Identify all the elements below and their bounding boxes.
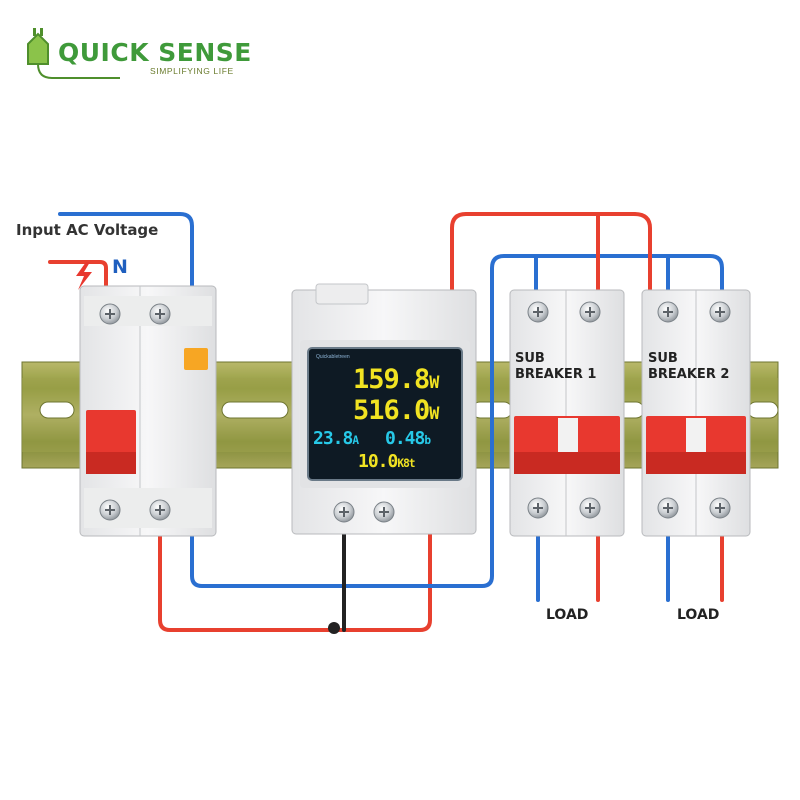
plug-icon — [27, 28, 120, 79]
screw-terminal-icon — [527, 497, 549, 519]
screw-terminal-icon — [149, 303, 171, 325]
sub-breaker-2-label-line2: BREAKER 2 — [648, 367, 730, 382]
current-unit: A — [352, 434, 359, 447]
screw-terminal-icon — [149, 499, 171, 521]
lightning-icon — [76, 262, 92, 290]
sub-breaker-1 — [509, 289, 625, 537]
sub-breaker-2 — [641, 289, 751, 537]
live-to-meter-wire — [158, 528, 432, 632]
energy-meter — [291, 283, 477, 535]
main-breaker — [79, 285, 217, 537]
power-unit: W — [429, 372, 439, 392]
sub-breaker-2-label-line1: SUB — [648, 351, 678, 366]
apparent-power-readout: 516.0W — [353, 395, 439, 426]
apparent-power-value: 516.0 — [353, 395, 430, 426]
power-value: 159.8 — [353, 364, 430, 395]
screw-terminal-icon — [373, 501, 395, 523]
sub-breaker-1-label-line2: BREAKER 1 — [515, 367, 597, 382]
sub-breaker-2-label: SUB BREAKER 2 — [648, 351, 729, 383]
current-value: 23.8 — [313, 428, 353, 449]
energy-value: 10.0 — [358, 451, 398, 472]
screw-terminal-icon — [579, 301, 601, 323]
screw-terminals — [99, 301, 731, 523]
power-factor-value: 0.48 — [385, 428, 425, 449]
screw-terminal-icon — [579, 497, 601, 519]
power-factor-readout: 0.48b — [385, 428, 431, 449]
brand-tagline: SIMPLIFYING LIFE — [150, 66, 234, 76]
screw-terminal-icon — [527, 301, 549, 323]
live-bus-wire — [450, 212, 652, 532]
wires — [48, 212, 724, 632]
screw-terminal-icon — [657, 497, 679, 519]
screw-terminal-icon — [333, 501, 355, 523]
sub-breaker-1-label-line1: SUB — [515, 351, 545, 366]
neutral-bus-wire — [190, 254, 724, 588]
screw-terminal-icon — [99, 303, 121, 325]
input-neutral-wire — [58, 212, 194, 292]
power-readout: 159.8W — [353, 364, 439, 395]
input-ac-label: Input AC Voltage — [16, 221, 159, 239]
input-live-wire — [48, 260, 108, 292]
apparent-power-unit: W — [429, 403, 439, 423]
screw-terminal-icon — [709, 497, 731, 519]
screw-terminal-icon — [657, 301, 679, 323]
ground-junction — [328, 622, 340, 634]
neutral-label: N — [112, 256, 128, 278]
current-readout: 23.8A — [313, 428, 359, 449]
sub-breaker-1-label: SUB BREAKER 1 — [515, 351, 596, 383]
load-1-label: LOAD — [546, 607, 589, 623]
screw-terminal-icon — [99, 499, 121, 521]
load-2-label: LOAD — [677, 607, 720, 623]
energy-readout: 10.0K8t — [358, 451, 416, 472]
screen-brand: Quickabletreen — [316, 354, 350, 360]
test-button — [184, 348, 208, 370]
power-factor-unit: b — [424, 434, 431, 447]
meter-screen — [307, 347, 463, 481]
brand-name: QUICK SENSE — [58, 38, 252, 67]
energy-unit: K8t — [397, 457, 415, 470]
screw-terminal-icon — [709, 301, 731, 323]
